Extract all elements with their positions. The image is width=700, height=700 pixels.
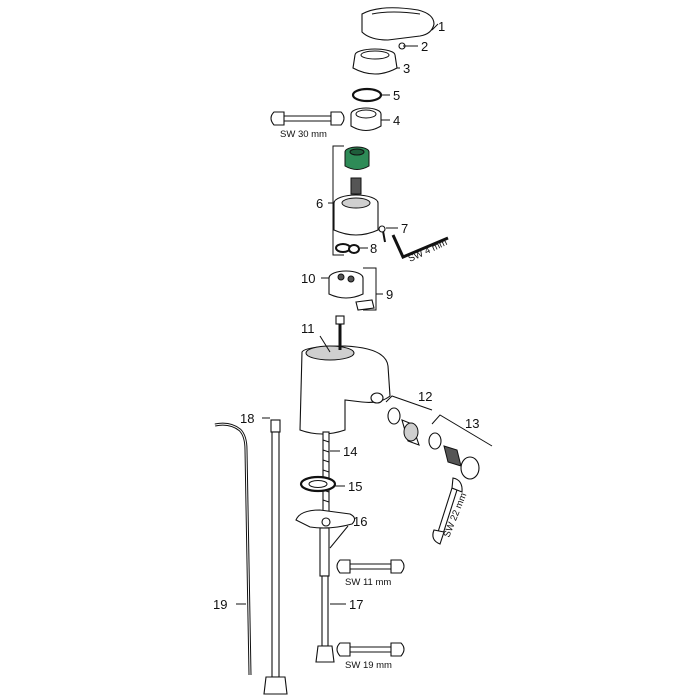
part-4-nut xyxy=(350,107,382,132)
label-part-16: 16 xyxy=(353,514,367,529)
label-part-15: 15 xyxy=(348,479,362,494)
leader-lines xyxy=(236,23,439,605)
label-sw19: SW 19 mm xyxy=(345,660,392,671)
wrench-sw19-icon xyxy=(336,642,405,657)
part-7-screw xyxy=(378,225,386,243)
part-5-o-ring xyxy=(351,87,383,103)
label-part-1: 1 xyxy=(438,19,445,34)
part-14-threaded-rod xyxy=(322,431,330,513)
bracket-6 xyxy=(332,145,344,256)
label-part-6: 6 xyxy=(316,196,323,211)
part-8-seals xyxy=(335,243,360,254)
label-part-7: 7 xyxy=(401,221,408,236)
part-12-aerator-adapter xyxy=(387,407,420,446)
label-part-5: 5 xyxy=(393,88,400,103)
part-18-supply-hose xyxy=(263,419,288,695)
label-part-18: 18 xyxy=(240,411,254,426)
label-part-19: 19 xyxy=(213,597,227,612)
part-17-hose xyxy=(315,575,335,663)
allen-key-sw4-icon xyxy=(391,234,449,259)
label-part-3: 3 xyxy=(403,61,410,76)
label-part-9: 9 xyxy=(386,287,393,302)
part-11-faucet-body xyxy=(299,315,391,435)
part-9-clip xyxy=(355,299,375,311)
label-part-13: 13 xyxy=(465,416,479,431)
label-part-4: 4 xyxy=(393,113,400,128)
wrench-sw30-icon xyxy=(270,111,345,126)
part-labels: 1 2 3 5 4 6 7 8 10 9 11 12 13 18 14 15 1… xyxy=(213,19,479,612)
part-6-cartridge xyxy=(333,146,379,236)
part-13-aerator xyxy=(428,432,480,480)
bracket-12 xyxy=(385,395,433,411)
label-sw30: SW 30 mm xyxy=(280,129,327,140)
part-16-horseshoe-plate xyxy=(295,509,356,577)
label-sw4: SW 4 mm xyxy=(407,237,450,265)
part-1-handle xyxy=(361,7,435,41)
bracket-13 xyxy=(431,414,493,447)
bracket-9 xyxy=(363,267,377,311)
part-3-cover-cap xyxy=(352,48,398,75)
label-part-8: 8 xyxy=(370,241,377,256)
wrench-sw22-icon xyxy=(432,477,463,545)
label-part-2: 2 xyxy=(421,39,428,54)
part-10-valve xyxy=(328,270,364,299)
label-part-17: 17 xyxy=(349,597,363,612)
label-part-12: 12 xyxy=(418,389,432,404)
label-part-10: 10 xyxy=(301,271,315,286)
wrench-sw11-icon xyxy=(336,559,405,574)
label-part-11: 11 xyxy=(301,321,315,336)
label-sw11: SW 11 mm xyxy=(345,577,391,588)
part-15-washer xyxy=(299,475,337,493)
label-part-14: 14 xyxy=(343,444,357,459)
part-19-rod xyxy=(214,422,252,676)
